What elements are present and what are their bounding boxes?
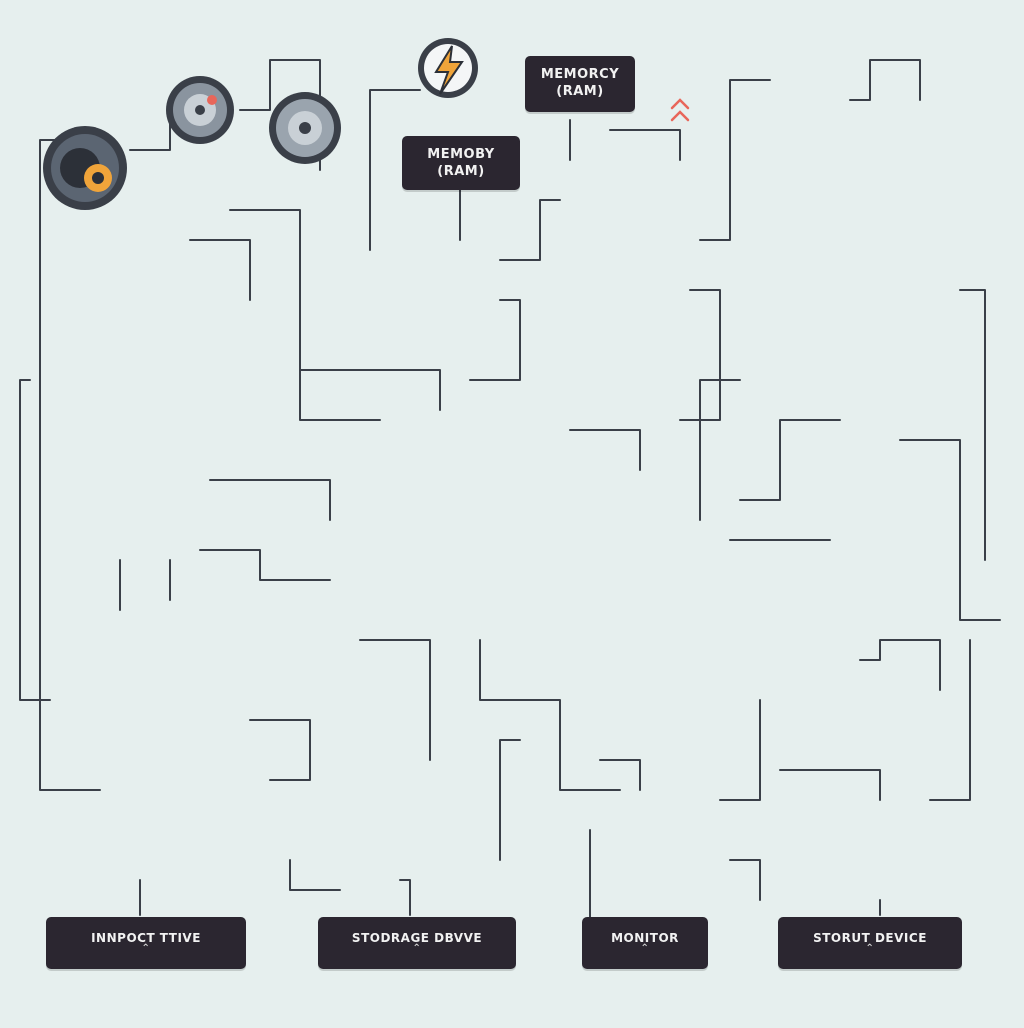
wire-markers — [670, 98, 690, 122]
lightning-icon — [418, 38, 478, 98]
label-text: INNPOCT TTIVE — [91, 931, 201, 945]
dial-icon — [166, 76, 234, 144]
output-device-label: STORUT DEVICE ⌃ — [778, 917, 962, 969]
label-text: STORUT DEVICE — [813, 931, 927, 945]
label-text: STODRAGE DBVVE — [351, 931, 483, 945]
connection-lines — [19, 59, 1001, 921]
input-device-label: INNPOCT TTIVE ⌃ — [46, 917, 246, 969]
memory-label-top: MEMORCY (RAM) — [525, 56, 635, 112]
memory-label-line2: (RAM) — [556, 84, 604, 99]
chevron-icon: ⌃ — [412, 943, 422, 954]
chevron-icon: ⌃ — [865, 943, 875, 954]
memory-label-line2: (RAM) — [437, 164, 485, 179]
monitor-label: MONITOR ⌃ — [582, 917, 708, 969]
dial-icon — [269, 92, 341, 164]
speaker-icon — [43, 126, 127, 210]
storage-device-label: STODRAGE DBVVE ⌃ — [318, 917, 516, 969]
label-text: MONITOR — [611, 931, 679, 945]
memory-label-line1: MEMORCY — [540, 67, 620, 82]
memory-label-line1: MEMOBY — [427, 147, 495, 162]
chevron-icon: ⌃ — [640, 943, 650, 954]
chevron-icon: ⌃ — [141, 943, 151, 954]
memory-label-mid: MEMOBY (RAM) — [402, 136, 520, 190]
